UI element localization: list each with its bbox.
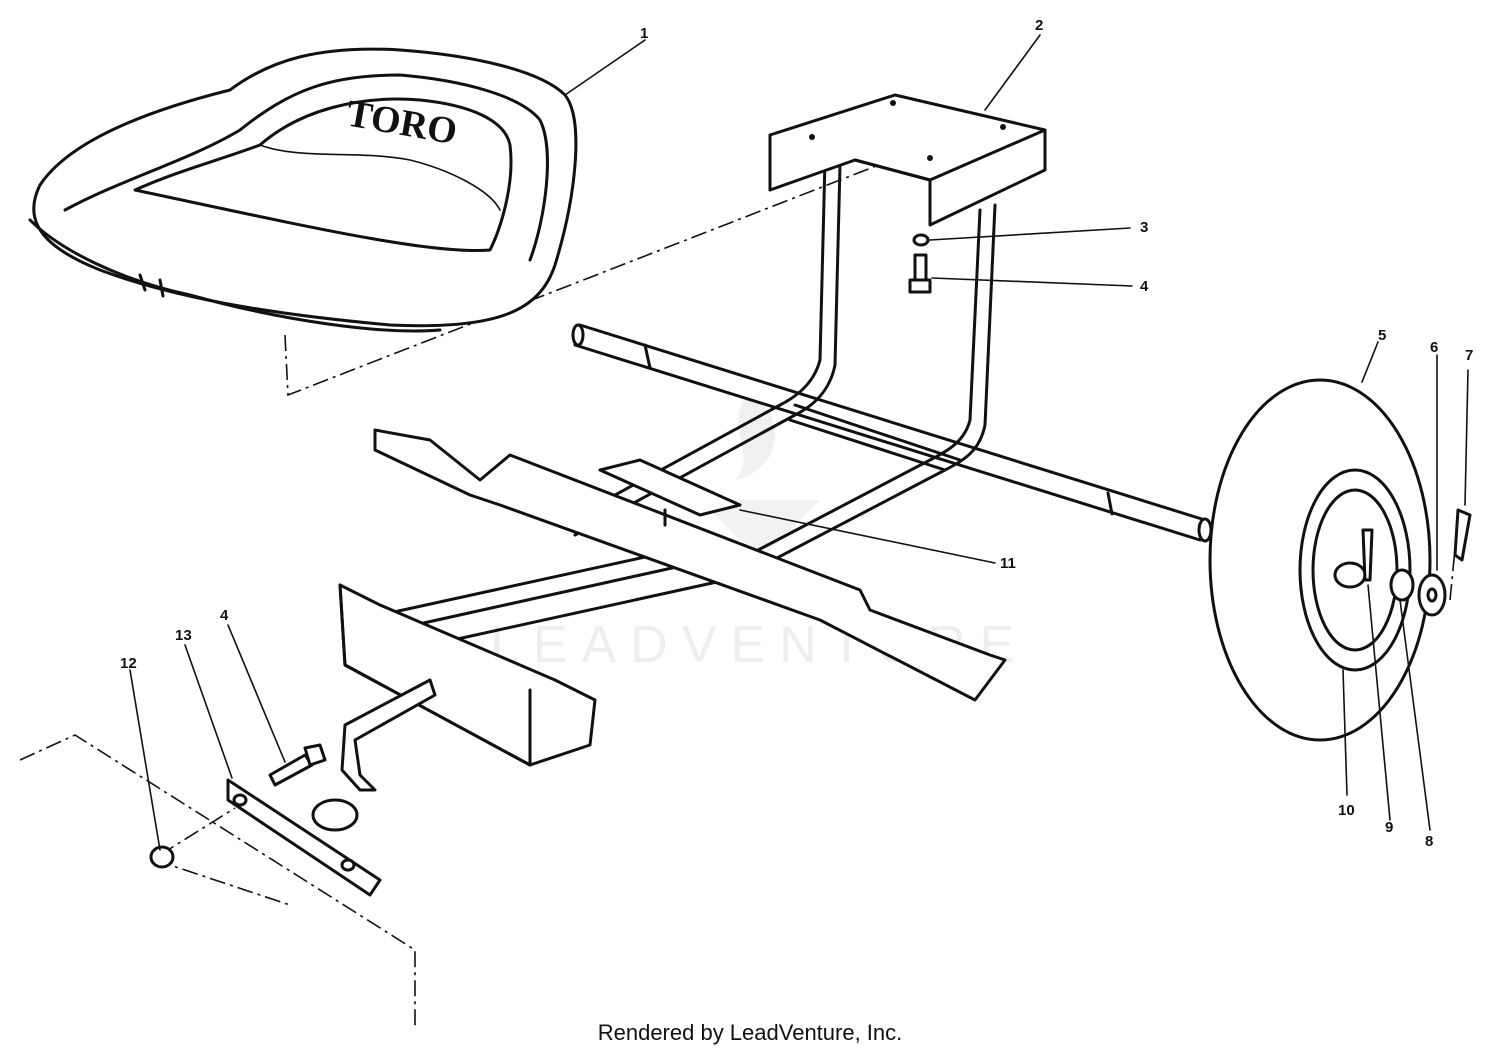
callouts: 1 2 3 4 4 5 6 7 8 9 10 11 12 13 xyxy=(120,17,1473,850)
hitch-assembly xyxy=(149,743,382,897)
callout-10: 10 xyxy=(1338,802,1355,819)
callout-4-upper: 4 xyxy=(1140,278,1149,295)
callout-1: 1 xyxy=(640,25,648,42)
callout-11: 11 xyxy=(1000,555,1016,572)
callout-6: 6 xyxy=(1430,339,1438,356)
front-pan xyxy=(338,583,597,792)
frame xyxy=(378,158,997,647)
callout-9: 9 xyxy=(1385,819,1393,836)
axle xyxy=(571,323,1213,543)
cross-bar xyxy=(373,428,1007,702)
bracket-hardware xyxy=(908,233,932,294)
wheel xyxy=(1208,378,1432,742)
callout-8: 8 xyxy=(1425,833,1433,850)
wheel-hardware xyxy=(1417,508,1472,617)
callout-7: 7 xyxy=(1465,347,1473,364)
callout-4-lower: 4 xyxy=(220,607,229,624)
leader-lines xyxy=(129,34,1469,851)
render-credit: Rendered by LeadVenture, Inc. xyxy=(597,1020,903,1045)
seat: TORO xyxy=(28,47,578,333)
callout-13: 13 xyxy=(175,627,192,644)
callout-12: 12 xyxy=(120,655,137,672)
callout-3: 3 xyxy=(1140,219,1148,236)
callout-5: 5 xyxy=(1378,327,1386,344)
seat-bracket xyxy=(768,93,1047,227)
callout-2: 2 xyxy=(1035,17,1043,34)
